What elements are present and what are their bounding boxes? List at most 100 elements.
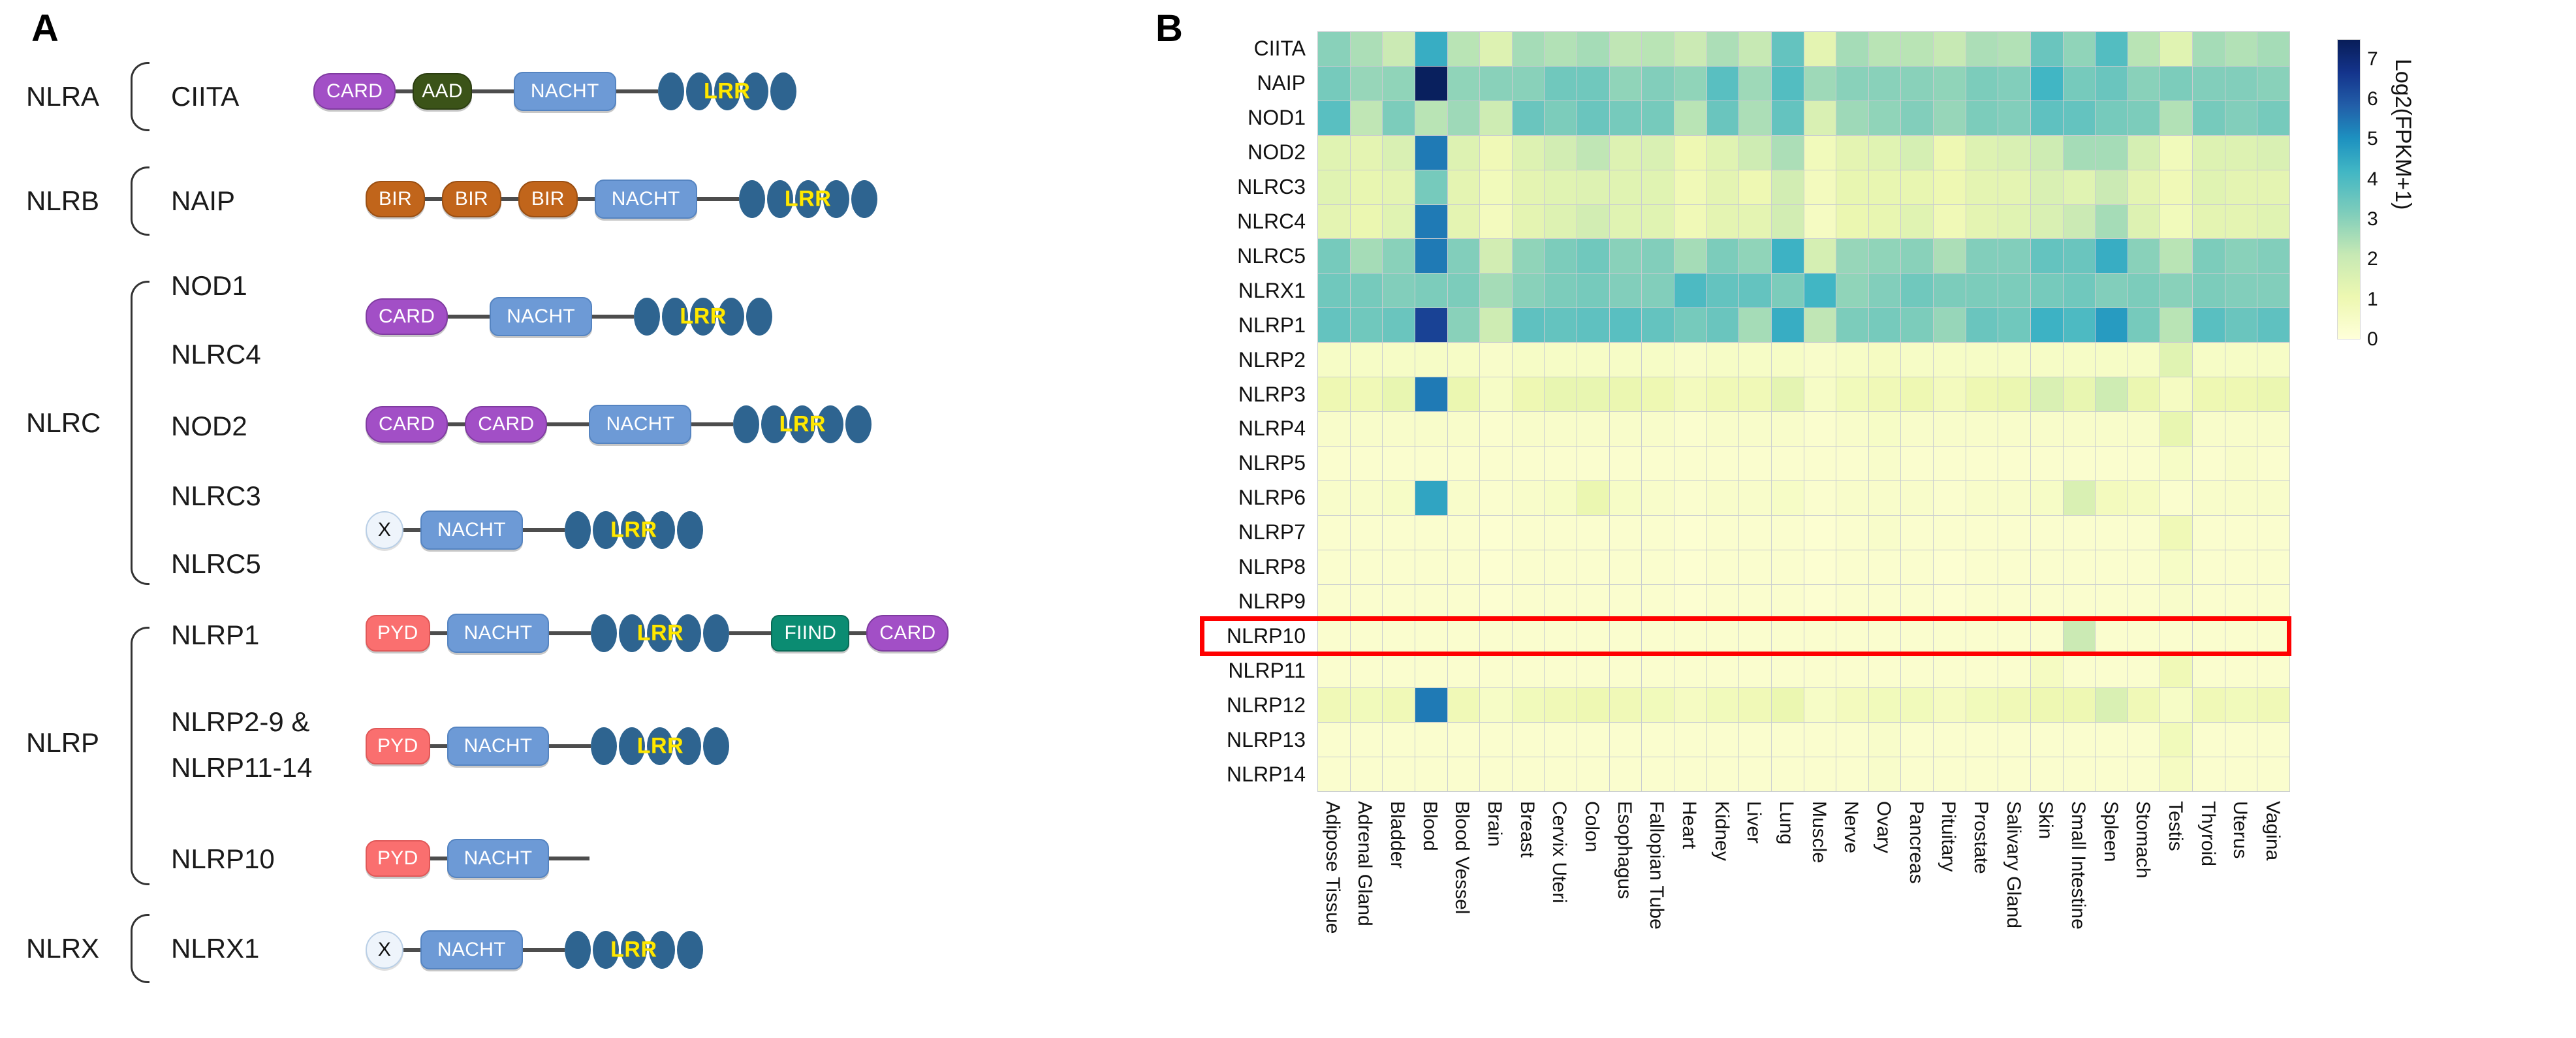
heatmap-cell[interactable] [1512,515,1545,550]
heatmap-cell[interactable] [1804,480,1836,515]
heatmap-cell[interactable] [1642,550,1674,584]
heatmap-cell[interactable] [1868,584,1901,619]
heatmap-cell[interactable] [1804,584,1836,619]
heatmap-cell[interactable] [1868,757,1901,791]
heatmap-cell[interactable] [2030,343,2063,377]
heatmap-cell[interactable] [1901,308,1934,343]
heatmap-cell[interactable] [2096,550,2128,584]
heatmap-cell[interactable] [1966,653,1998,688]
heatmap-cell[interactable] [1318,584,1350,619]
heatmap-cell[interactable] [1934,550,1966,584]
heatmap-cell[interactable] [1739,653,1771,688]
heatmap-cell[interactable] [1998,377,2030,411]
heatmap-cell[interactable] [1901,412,1934,446]
heatmap-cell[interactable] [1868,101,1901,135]
heatmap-cell[interactable] [1836,274,1868,308]
heatmap-cell[interactable] [1415,32,1447,66]
heatmap-cell[interactable] [1318,343,1350,377]
heatmap-cell[interactable] [1868,515,1901,550]
heatmap-cell[interactable] [1609,66,1642,101]
heatmap-cell[interactable] [1447,377,1480,411]
heatmap-cell[interactable] [1836,550,1868,584]
heatmap-cell[interactable] [1739,204,1771,239]
heatmap-cell[interactable] [1350,239,1383,274]
heatmap-cell[interactable] [1966,377,1998,411]
heatmap-cell[interactable] [1771,32,1804,66]
heatmap-cell[interactable] [1706,412,1739,446]
heatmap-cell[interactable] [1901,653,1934,688]
heatmap-cell[interactable] [2193,584,2225,619]
heatmap-cell[interactable] [2160,135,2193,170]
heatmap-cell[interactable] [1512,32,1545,66]
heatmap-cell[interactable] [2128,480,2160,515]
heatmap-cell[interactable] [2096,688,2128,723]
heatmap-cell[interactable] [2128,66,2160,101]
heatmap-cell[interactable] [1901,757,1934,791]
heatmap-cell[interactable] [1706,688,1739,723]
heatmap-cell[interactable] [2225,723,2257,757]
heatmap-cell[interactable] [1318,308,1350,343]
heatmap-cell[interactable] [2225,343,2257,377]
heatmap-cell[interactable] [1998,515,2030,550]
heatmap-cell[interactable] [1609,204,1642,239]
heatmap-cell[interactable] [1706,480,1739,515]
heatmap-cell[interactable] [1545,101,1577,135]
heatmap-cell[interactable] [2257,377,2289,411]
heatmap-cell[interactable] [1447,480,1480,515]
heatmap-cell[interactable] [1804,32,1836,66]
heatmap-cell[interactable] [1771,66,1804,101]
heatmap-cell[interactable] [2030,584,2063,619]
heatmap-cell[interactable] [1318,619,1350,653]
heatmap-cell[interactable] [2160,239,2193,274]
heatmap-cell[interactable] [1966,757,1998,791]
heatmap-cell[interactable] [1642,135,1674,170]
heatmap-cell[interactable] [1415,377,1447,411]
heatmap-cell[interactable] [2128,101,2160,135]
heatmap-cell[interactable] [1447,584,1480,619]
heatmap-cell[interactable] [1934,688,1966,723]
heatmap-cell[interactable] [2257,274,2289,308]
heatmap-cell[interactable] [1415,757,1447,791]
heatmap-cell[interactable] [1383,723,1415,757]
heatmap-cell[interactable] [2030,32,2063,66]
heatmap-cell[interactable] [1350,66,1383,101]
heatmap-cell[interactable] [2193,653,2225,688]
heatmap-cell[interactable] [2030,66,2063,101]
heatmap-cell[interactable] [1771,515,1804,550]
heatmap-cell[interactable] [2193,204,2225,239]
heatmap-cell[interactable] [1836,308,1868,343]
heatmap-cell[interactable] [1350,343,1383,377]
heatmap-cell[interactable] [2096,170,2128,204]
heatmap-cell[interactable] [1642,688,1674,723]
heatmap-cell[interactable] [2160,723,2193,757]
heatmap-cell[interactable] [1836,619,1868,653]
heatmap-cell[interactable] [2030,412,2063,446]
heatmap-cell[interactable] [2128,688,2160,723]
heatmap-cell[interactable] [2225,66,2257,101]
heatmap-cell[interactable] [1415,550,1447,584]
heatmap-cell[interactable] [1836,66,1868,101]
heatmap-cell[interactable] [1480,446,1512,480]
heatmap-cell[interactable] [1674,343,1706,377]
heatmap-cell[interactable] [2063,412,2096,446]
heatmap-cell[interactable] [1966,101,1998,135]
heatmap-cell[interactable] [1318,170,1350,204]
heatmap-cell[interactable] [1512,412,1545,446]
heatmap-cell[interactable] [1739,688,1771,723]
heatmap-cell[interactable] [1318,204,1350,239]
heatmap-cell[interactable] [1512,550,1545,584]
heatmap-cell[interactable] [1577,308,1609,343]
heatmap-cell[interactable] [1545,274,1577,308]
heatmap-cell[interactable] [2160,446,2193,480]
heatmap-cell[interactable] [2225,274,2257,308]
heatmap-cell[interactable] [1512,377,1545,411]
heatmap-cell[interactable] [2030,308,2063,343]
heatmap-cell[interactable] [1998,343,2030,377]
heatmap-cell[interactable] [2193,377,2225,411]
heatmap-cell[interactable] [1512,274,1545,308]
heatmap-cell[interactable] [1739,101,1771,135]
heatmap-cell[interactable] [1577,584,1609,619]
heatmap-cell[interactable] [2096,32,2128,66]
heatmap-cell[interactable] [1868,343,1901,377]
heatmap-cell[interactable] [1934,135,1966,170]
